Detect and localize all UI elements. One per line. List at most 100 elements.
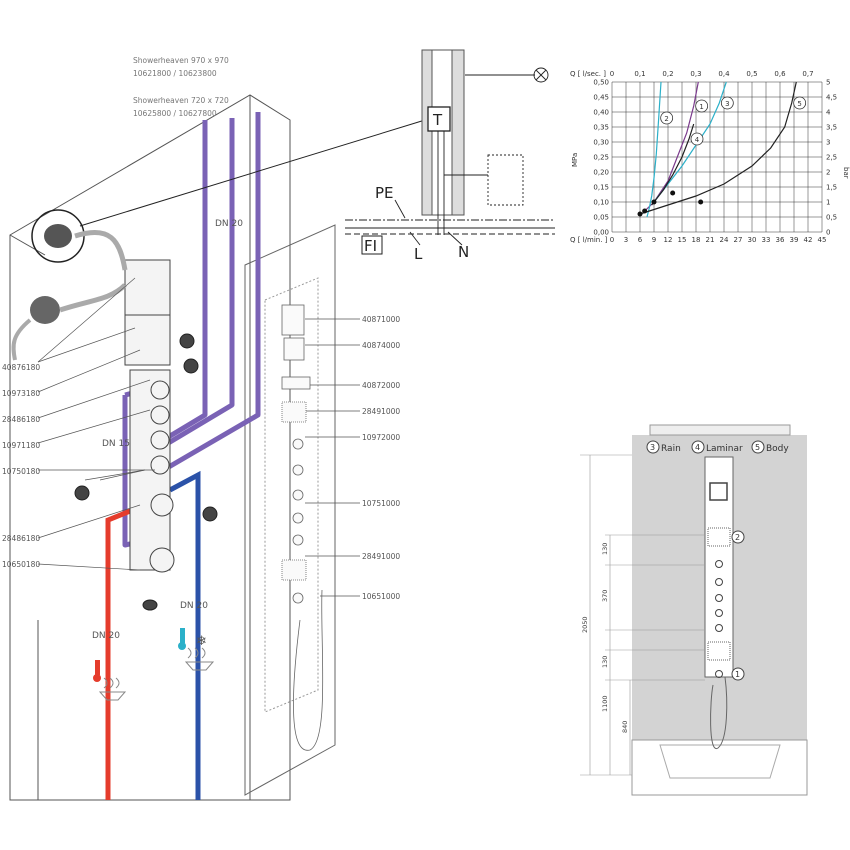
- x-bottom-tick-label: 0: [610, 236, 614, 244]
- panel-part-number: 10972000: [362, 433, 400, 442]
- data-point: [651, 199, 657, 205]
- legend-num: 3: [650, 443, 655, 452]
- y-left-tick-label: 0,00: [593, 229, 609, 237]
- x-bottom-tick-label: 21: [706, 236, 715, 244]
- y-left-tick-label: 0,25: [593, 154, 609, 162]
- series-label-3: 3: [725, 100, 729, 108]
- y-left-tick-label: 0,15: [593, 184, 609, 192]
- part-number: 10650180: [2, 560, 40, 569]
- panel-part-number: 40872000: [362, 381, 400, 390]
- series-line-5: [639, 81, 797, 215]
- legend-laminar: Laminar: [706, 444, 743, 454]
- y-right-tick-label: 2: [826, 169, 830, 177]
- x-bottom-tick-label: 12: [664, 236, 673, 244]
- y-right-tick-label: 3,5: [826, 124, 837, 132]
- legend-num: 5: [755, 443, 760, 452]
- top-label-2: 10621800 / 10623800: [133, 69, 217, 78]
- wiring-lines: [345, 67, 555, 246]
- label-pe: PE: [375, 184, 394, 202]
- top-label-4: 10625800 / 10627800: [133, 109, 217, 118]
- callout-2: 2: [735, 533, 740, 542]
- x-bottom-tick-label: 42: [804, 236, 813, 244]
- panel-part-number: 28491000: [362, 552, 400, 561]
- x-top-tick-label: 0: [610, 70, 614, 78]
- y-right-tick-label: 1: [826, 199, 830, 207]
- callout-1: 1: [735, 670, 740, 679]
- panel-part-number: 10751000: [362, 499, 400, 508]
- y-left-tick-label: 0,40: [593, 109, 609, 117]
- label-n: N: [458, 243, 469, 261]
- dim-370: 370: [601, 590, 609, 602]
- panel-components: [281, 304, 324, 751]
- x-bottom-tick-label: 27: [734, 236, 743, 244]
- x-bottom-tick-label: 18: [692, 236, 701, 244]
- x-bottom-tick-label: 24: [720, 236, 729, 244]
- y-right-tick-label: 0: [826, 229, 830, 237]
- shower-panel-box: [244, 224, 336, 796]
- series-label-2: 2: [664, 115, 668, 123]
- cold-water-pipe: [168, 470, 201, 800]
- x-top-tick-label: 0,1: [634, 70, 645, 78]
- dim-1100: 1100: [601, 695, 609, 712]
- legend-num: 4: [695, 443, 700, 452]
- x-bottom-tick-label: 36: [776, 236, 785, 244]
- x-bottom-tick-label: 39: [790, 236, 799, 244]
- y-left-tick-label: 0,45: [593, 94, 609, 102]
- y-left-tick-label: 0,35: [593, 124, 609, 132]
- x-bottom-tick-label: 15: [678, 236, 687, 244]
- label-l: L: [414, 245, 423, 263]
- y-right-tick-label: 3: [826, 139, 830, 147]
- pipe-label-dn15: DN 15: [102, 439, 130, 449]
- x-bottom-tick-label: 33: [762, 236, 771, 244]
- dim-840: 840: [621, 721, 629, 733]
- y-right-axis-label: bar: [842, 167, 850, 179]
- wall-section: [421, 49, 465, 216]
- y-left-tick-label: 0,50: [593, 79, 609, 87]
- dim-2050: 2050: [581, 616, 589, 633]
- series-line-4: [651, 123, 695, 206]
- series-label-5: 5: [797, 100, 801, 108]
- panel-part-number: 40871000: [362, 315, 400, 324]
- part-number: 28486180: [2, 415, 40, 424]
- part-number: 10750180: [2, 467, 40, 476]
- x-top-tick-label: 0,7: [802, 70, 813, 78]
- svg-text:❄: ❄: [196, 634, 207, 649]
- series-label-circle: [690, 132, 704, 146]
- pipe-label-dn20-cold: DN 20: [180, 601, 208, 611]
- y-right-tick-label: 5: [826, 79, 830, 87]
- wall-edges: [9, 620, 39, 800]
- front-view: [580, 424, 808, 796]
- series-label-circle: [793, 96, 807, 110]
- part-number: 28486180: [2, 534, 40, 543]
- series-label-4: 4: [695, 136, 700, 144]
- thermostat-label: T: [432, 111, 443, 129]
- y-left-tick-label: 0,20: [593, 169, 609, 177]
- series-label-1: 1: [699, 103, 703, 111]
- x-top-tick-label: 0,3: [690, 70, 701, 78]
- x-top-tick-label: 0,6: [774, 70, 786, 78]
- hot-water-symbol: [93, 660, 127, 701]
- valve-column: [124, 259, 175, 573]
- series-label-circle: [720, 96, 734, 110]
- panel-part-number: 28491000: [362, 407, 400, 416]
- panel-part-number: 40874000: [362, 341, 400, 350]
- data-point: [670, 190, 676, 196]
- x-top-tick-label: 0,5: [746, 70, 757, 78]
- x-bottom-tick-label: 3: [624, 236, 628, 244]
- top-label-3: Showerheaven 720 x 720: [133, 96, 229, 105]
- dim-130-upper: 130: [601, 543, 609, 555]
- cold-water-symbol: ❄: [178, 628, 215, 671]
- fi-box: [361, 235, 383, 255]
- x-bottom-tick-label: 9: [652, 236, 656, 244]
- x-top-tick-label: 0,2: [662, 70, 673, 78]
- y-right-tick-label: 1,5: [826, 184, 837, 192]
- x-top-tick-label: 0,4: [718, 70, 730, 78]
- y-left-tick-label: 0,05: [593, 214, 609, 222]
- legend-body: Body: [766, 444, 789, 454]
- y-right-tick-label: 4: [826, 109, 831, 117]
- legend-rain: Rain: [661, 444, 681, 454]
- panel-part-number: 10651000: [362, 592, 400, 601]
- series-label-circle: [660, 111, 674, 125]
- dim-130-lower: 130: [601, 656, 609, 668]
